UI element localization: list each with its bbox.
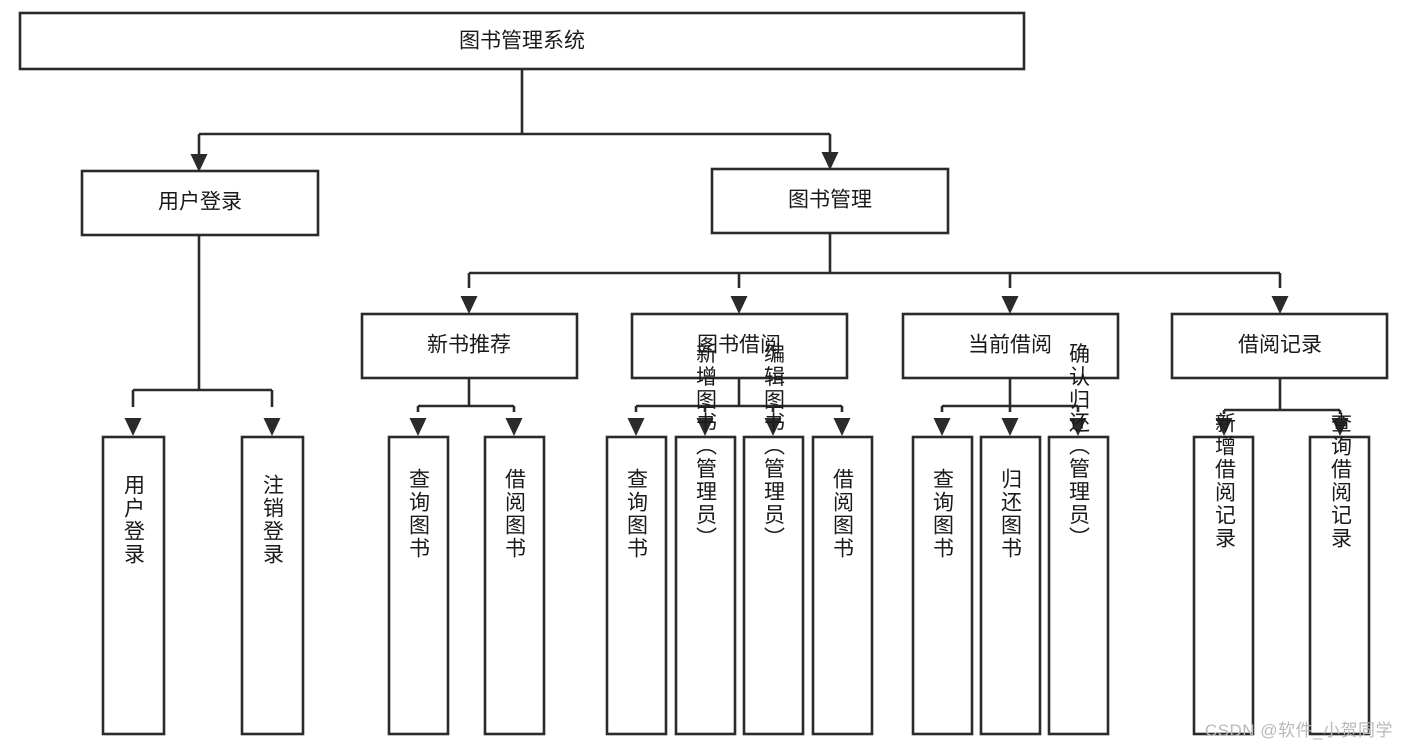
arrow-to-leaf-logout-login (263, 418, 281, 436)
connector-group-new-book-recommend (416, 378, 516, 412)
node-root[interactable]: 图书管理系统 (18, 11, 1026, 71)
node-book-borrow[interactable]: 图书借阅 (630, 312, 849, 380)
leaf-logout-login[interactable]: 注销登录 (240, 435, 305, 736)
leaf-query-book-2-label: 查询图书 (625, 468, 649, 560)
leaf-query-book-3-label: 查询图书 (931, 468, 955, 560)
leaf-user-login-label: 用户登录 (122, 474, 146, 566)
node-user-login-label: 用户登录 (158, 191, 242, 214)
leaf-query-book-3[interactable]: 查询图书 (911, 435, 974, 736)
leaf-edit-book-admin[interactable]: 编辑图书（管理员） (742, 343, 805, 736)
arrow-to-book-management (821, 152, 839, 170)
leaf-borrow-book-1-label: 借阅图书 (503, 468, 527, 560)
node-new-book-recommend[interactable]: 新书推荐 (360, 312, 579, 380)
leaf-query-book-1[interactable]: 查询图书 (387, 435, 450, 736)
arrow-to-current-borrow (1001, 296, 1019, 314)
arrow-to-leaf-query-book-1 (409, 418, 427, 436)
node-book-management[interactable]: 图书管理 (710, 167, 950, 235)
leaf-return-book-label: 归还图书 (999, 468, 1023, 560)
leaf-query-borrow-record-label: 查询借阅记录 (1329, 412, 1353, 550)
connector-group-user-login (131, 236, 274, 407)
node-root-label: 图书管理系统 (459, 30, 585, 53)
leaf-borrow-book-2[interactable]: 借阅图书 (811, 435, 874, 736)
connector-group-root (197, 69, 832, 156)
arrow-to-user-login (190, 154, 208, 172)
arrow-to-new-book-recommend (460, 296, 478, 314)
node-book-management-label: 图书管理 (788, 189, 872, 212)
leaf-return-book[interactable]: 归还图书 (979, 435, 1042, 736)
arrow-to-leaf-borrow-book-1 (505, 418, 523, 436)
leaf-logout-login-label: 注销登录 (261, 474, 285, 566)
arrow-to-leaf-borrow-book-2 (833, 418, 851, 436)
leaf-query-book-1-label: 查询图书 (407, 468, 431, 560)
arrow-to-leaf-user-login (124, 418, 142, 436)
leaf-borrow-book-2-label: 借阅图书 (831, 468, 855, 560)
leaf-add-book-admin-label: 新增图书（管理员） (694, 343, 718, 550)
node-borrow-record-label: 借阅记录 (1238, 334, 1322, 357)
arrow-to-book-borrow (730, 296, 748, 314)
node-new-book-recommend-label: 新书推荐 (427, 334, 511, 357)
leaf-query-book-2[interactable]: 查询图书 (605, 435, 668, 736)
leaf-add-borrow-record-label: 新增借阅记录 (1213, 412, 1237, 550)
leaf-add-book-admin[interactable]: 新增图书（管理员） (674, 343, 737, 736)
node-book-borrow-label: 图书借阅 (697, 334, 781, 357)
arrow-to-borrow-record (1271, 296, 1289, 314)
node-borrow-record[interactable]: 借阅记录 (1170, 312, 1389, 380)
leaf-add-borrow-record[interactable]: 新增借阅记录 (1192, 412, 1255, 736)
node-current-borrow[interactable]: 当前借阅 (901, 312, 1120, 380)
leaf-confirm-return-admin-label: 确认归还（管理员） (1067, 343, 1091, 550)
leaf-query-borrow-record[interactable]: 查询借阅记录 (1308, 412, 1371, 736)
arrow-to-leaf-query-book-2 (627, 418, 645, 436)
node-user-login[interactable]: 用户登录 (80, 169, 320, 237)
node-current-borrow-label: 当前借阅 (968, 334, 1052, 357)
leaf-user-login[interactable]: 用户登录 (101, 435, 166, 736)
arrow-to-leaf-return-book (1001, 418, 1019, 436)
connector-group-borrow-record (1222, 378, 1342, 414)
leaf-edit-book-admin-label: 编辑图书（管理员） (762, 343, 786, 550)
leaf-borrow-book-1[interactable]: 借阅图书 (483, 435, 546, 736)
connector-group-current-borrow (940, 378, 1080, 412)
arrow-to-leaf-query-book-3 (933, 418, 951, 436)
leaf-confirm-return-admin[interactable]: 确认归还（管理员） (1047, 343, 1110, 736)
connector-group-book-management (467, 233, 1282, 288)
connector-group-book-borrow (634, 378, 844, 412)
